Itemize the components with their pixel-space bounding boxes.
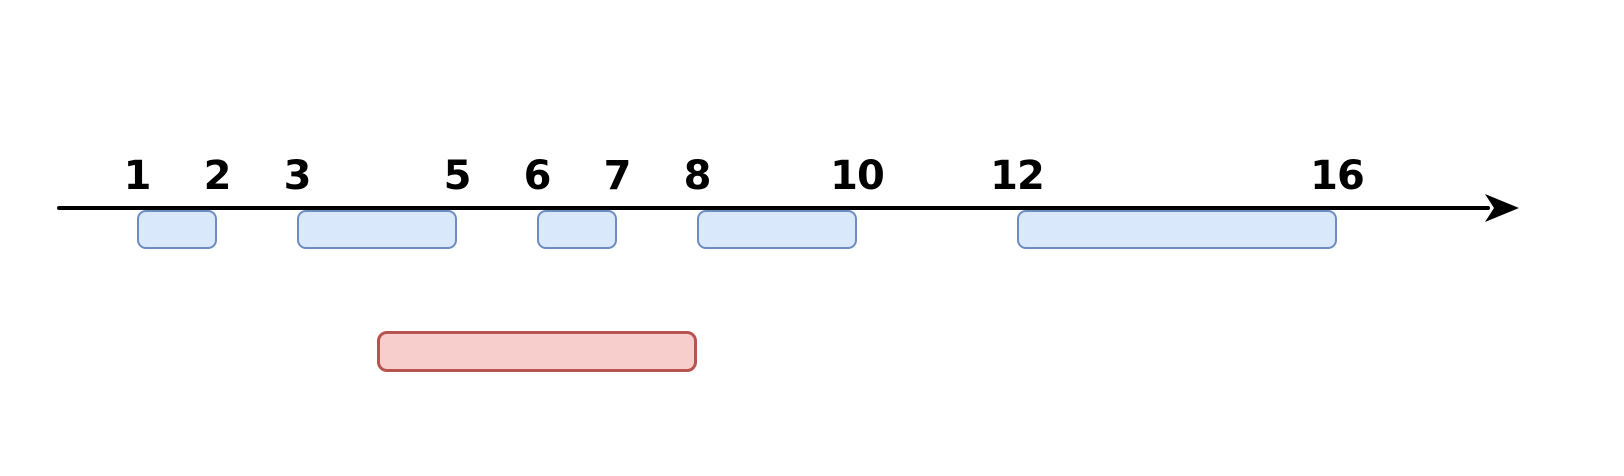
interval-8-10 <box>697 210 857 249</box>
tick-label-7: 7 <box>603 153 632 199</box>
new-interval-4-8 <box>377 331 697 372</box>
tick-label-1: 1 <box>123 153 152 199</box>
interval-1-2 <box>137 210 217 249</box>
tick-label-6: 6 <box>523 153 552 199</box>
tick-label-2: 2 <box>203 153 232 199</box>
tick-label-8: 8 <box>683 153 712 199</box>
number-line-axis <box>57 206 1490 210</box>
interval-3-5 <box>297 210 457 249</box>
tick-label-12: 12 <box>990 153 1045 199</box>
interval-6-7 <box>537 210 617 249</box>
tick-label-5: 5 <box>443 153 472 199</box>
tick-label-10: 10 <box>830 153 885 199</box>
interval-12-16 <box>1017 210 1337 249</box>
tick-label-3: 3 <box>283 153 312 199</box>
tick-label-16: 16 <box>1310 153 1365 199</box>
arrow-right-icon <box>1485 194 1519 222</box>
